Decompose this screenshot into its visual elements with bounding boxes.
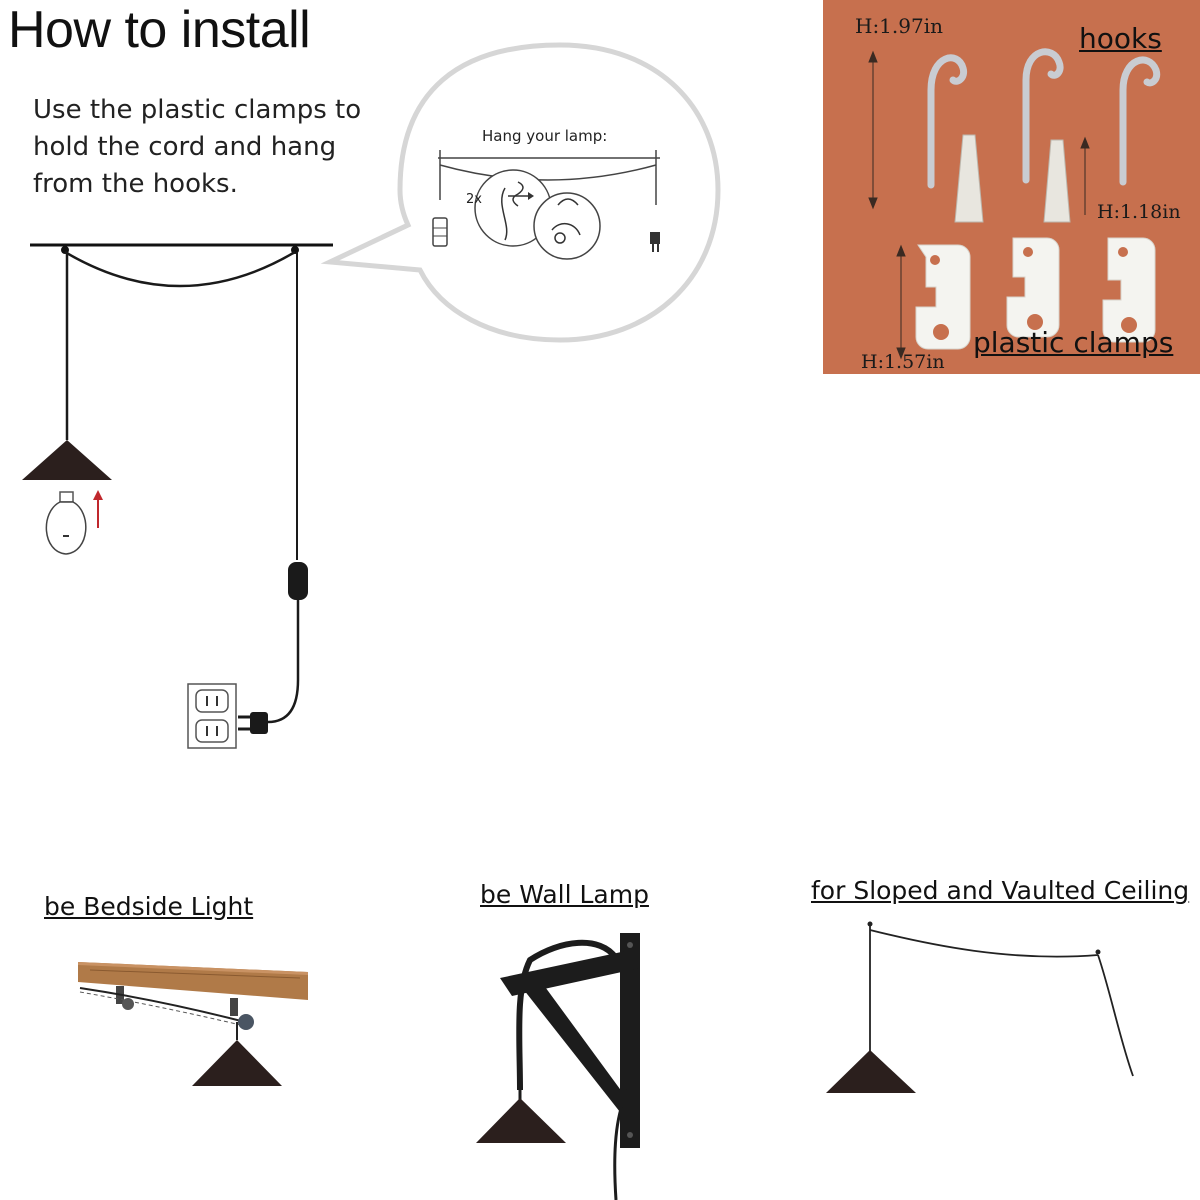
use-case-wall-label: be Wall Lamp bbox=[480, 880, 649, 909]
plastic-clamps-label: plastic clamps bbox=[973, 326, 1174, 359]
mini-socket-icon bbox=[432, 217, 448, 247]
wall-lamp-illustration bbox=[476, 933, 640, 1200]
use-case-sloped-label: for Sloped and Vaulted Ceiling bbox=[811, 876, 1190, 905]
accessories-photo: H:1.97in H:1.18in H:1.57in hooks plastic… bbox=[823, 0, 1200, 374]
up-arrow-icon bbox=[93, 490, 103, 528]
inline-switch-icon bbox=[288, 562, 308, 600]
mini-plug-icon bbox=[650, 232, 660, 252]
wall-anchor-icons bbox=[954, 134, 1071, 223]
dimension-lines bbox=[868, 50, 1090, 360]
sloped-ceiling-illustration bbox=[826, 921, 1134, 1093]
callout-count: 2x bbox=[466, 192, 482, 207]
hook-height-label: H:1.97in bbox=[855, 14, 943, 38]
use-case-bedside-label: be Bedside Light bbox=[44, 892, 254, 921]
bedside-light-illustration bbox=[78, 962, 308, 1086]
detail-circle-right bbox=[533, 192, 601, 260]
hang-lamp-callout bbox=[320, 42, 721, 343]
screw-hook-icons bbox=[927, 48, 1161, 189]
wall-outlet-icon bbox=[187, 683, 237, 749]
install-instructions: Use the plastic clamps to hold the cord … bbox=[33, 95, 362, 199]
hooks-label: hooks bbox=[1079, 22, 1162, 55]
power-cord-lower bbox=[267, 600, 300, 724]
light-bulb-icon bbox=[45, 491, 87, 555]
plastic-clamp-icons bbox=[915, 237, 1156, 350]
anchor-height-label: H:1.18in bbox=[1097, 201, 1181, 223]
plug-icon bbox=[238, 712, 268, 734]
page-title: How to install bbox=[8, 1, 311, 59]
clamp-holes bbox=[930, 247, 1137, 340]
callout-caption: Hang your lamp: bbox=[482, 127, 608, 145]
swag-cord bbox=[64, 250, 296, 288]
lamp-shade-icon bbox=[22, 440, 112, 480]
clamp-height-label: H:1.57in bbox=[861, 351, 945, 373]
